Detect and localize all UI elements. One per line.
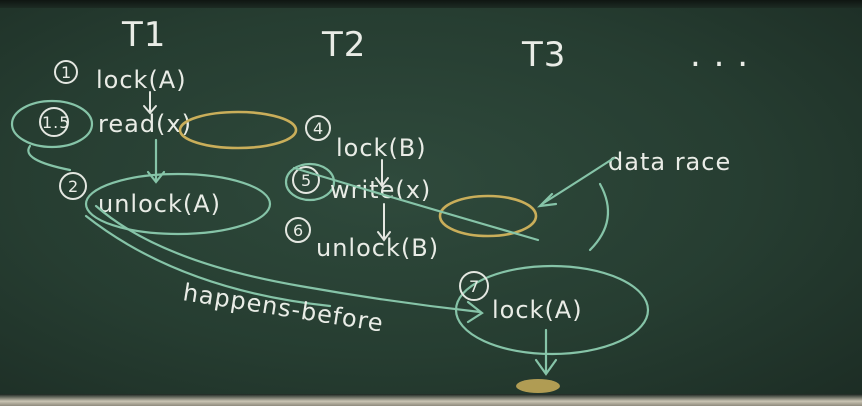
step-7-label: lock(A) xyxy=(492,296,583,324)
step-2-label: unlock(A) xyxy=(98,190,221,218)
step-1-label: lock(A) xyxy=(96,66,187,94)
data-race-label: data race xyxy=(608,148,731,176)
write-x-race-highlight xyxy=(438,194,538,238)
happens-before-arrow-secondary xyxy=(84,214,332,308)
left-edge-stroke xyxy=(27,144,72,172)
step-2-number: 2 xyxy=(68,177,79,196)
highlight-unlock-a xyxy=(84,172,272,236)
read-x-race-highlight xyxy=(178,110,298,150)
step-7-number: 7 xyxy=(469,277,480,296)
highlight-step-5 xyxy=(284,162,336,202)
step-1.5-number: 1.5 xyxy=(42,113,70,132)
step-7-circle xyxy=(459,271,489,301)
step-2-circle xyxy=(59,172,87,200)
data-race-curve xyxy=(588,182,610,252)
arrow-7-down xyxy=(534,328,558,376)
happens-before-label: happens-before xyxy=(181,278,386,337)
step-1-number: 1 xyxy=(61,63,72,82)
highlight-step-1.5 xyxy=(10,99,94,149)
step-4-number: 4 xyxy=(313,119,324,138)
step-6-label: unlock(B) xyxy=(316,234,439,262)
step-6-circle xyxy=(285,217,311,243)
step-1-circle xyxy=(54,60,78,84)
step-1.5-label: read(x) xyxy=(98,110,192,138)
header-t1: T1 xyxy=(121,15,166,55)
board-frame-bottom xyxy=(0,394,862,406)
header-t2: T2 xyxy=(321,25,366,65)
arrow-5-to-6 xyxy=(377,203,391,242)
step-4-label: lock(B) xyxy=(336,134,427,162)
step-5-circle xyxy=(292,166,320,194)
happens-before-arrow xyxy=(94,204,484,324)
step-1.5-circle xyxy=(39,107,69,137)
chalk-smudge xyxy=(516,379,560,393)
board-frame-top xyxy=(0,0,862,8)
header-ellipsis: . . . xyxy=(690,35,749,75)
step-4-circle xyxy=(305,115,331,141)
step-5-number: 5 xyxy=(301,171,312,190)
race-link-stroke xyxy=(292,166,540,242)
arrow-4-to-5 xyxy=(375,159,389,188)
data-race-arrow-write xyxy=(536,156,616,208)
step-5-label: write(x) xyxy=(330,176,431,204)
arrow-1-to-1.5 xyxy=(143,91,157,115)
header-t3: T3 xyxy=(521,35,566,75)
step-6-number: 6 xyxy=(293,221,304,240)
